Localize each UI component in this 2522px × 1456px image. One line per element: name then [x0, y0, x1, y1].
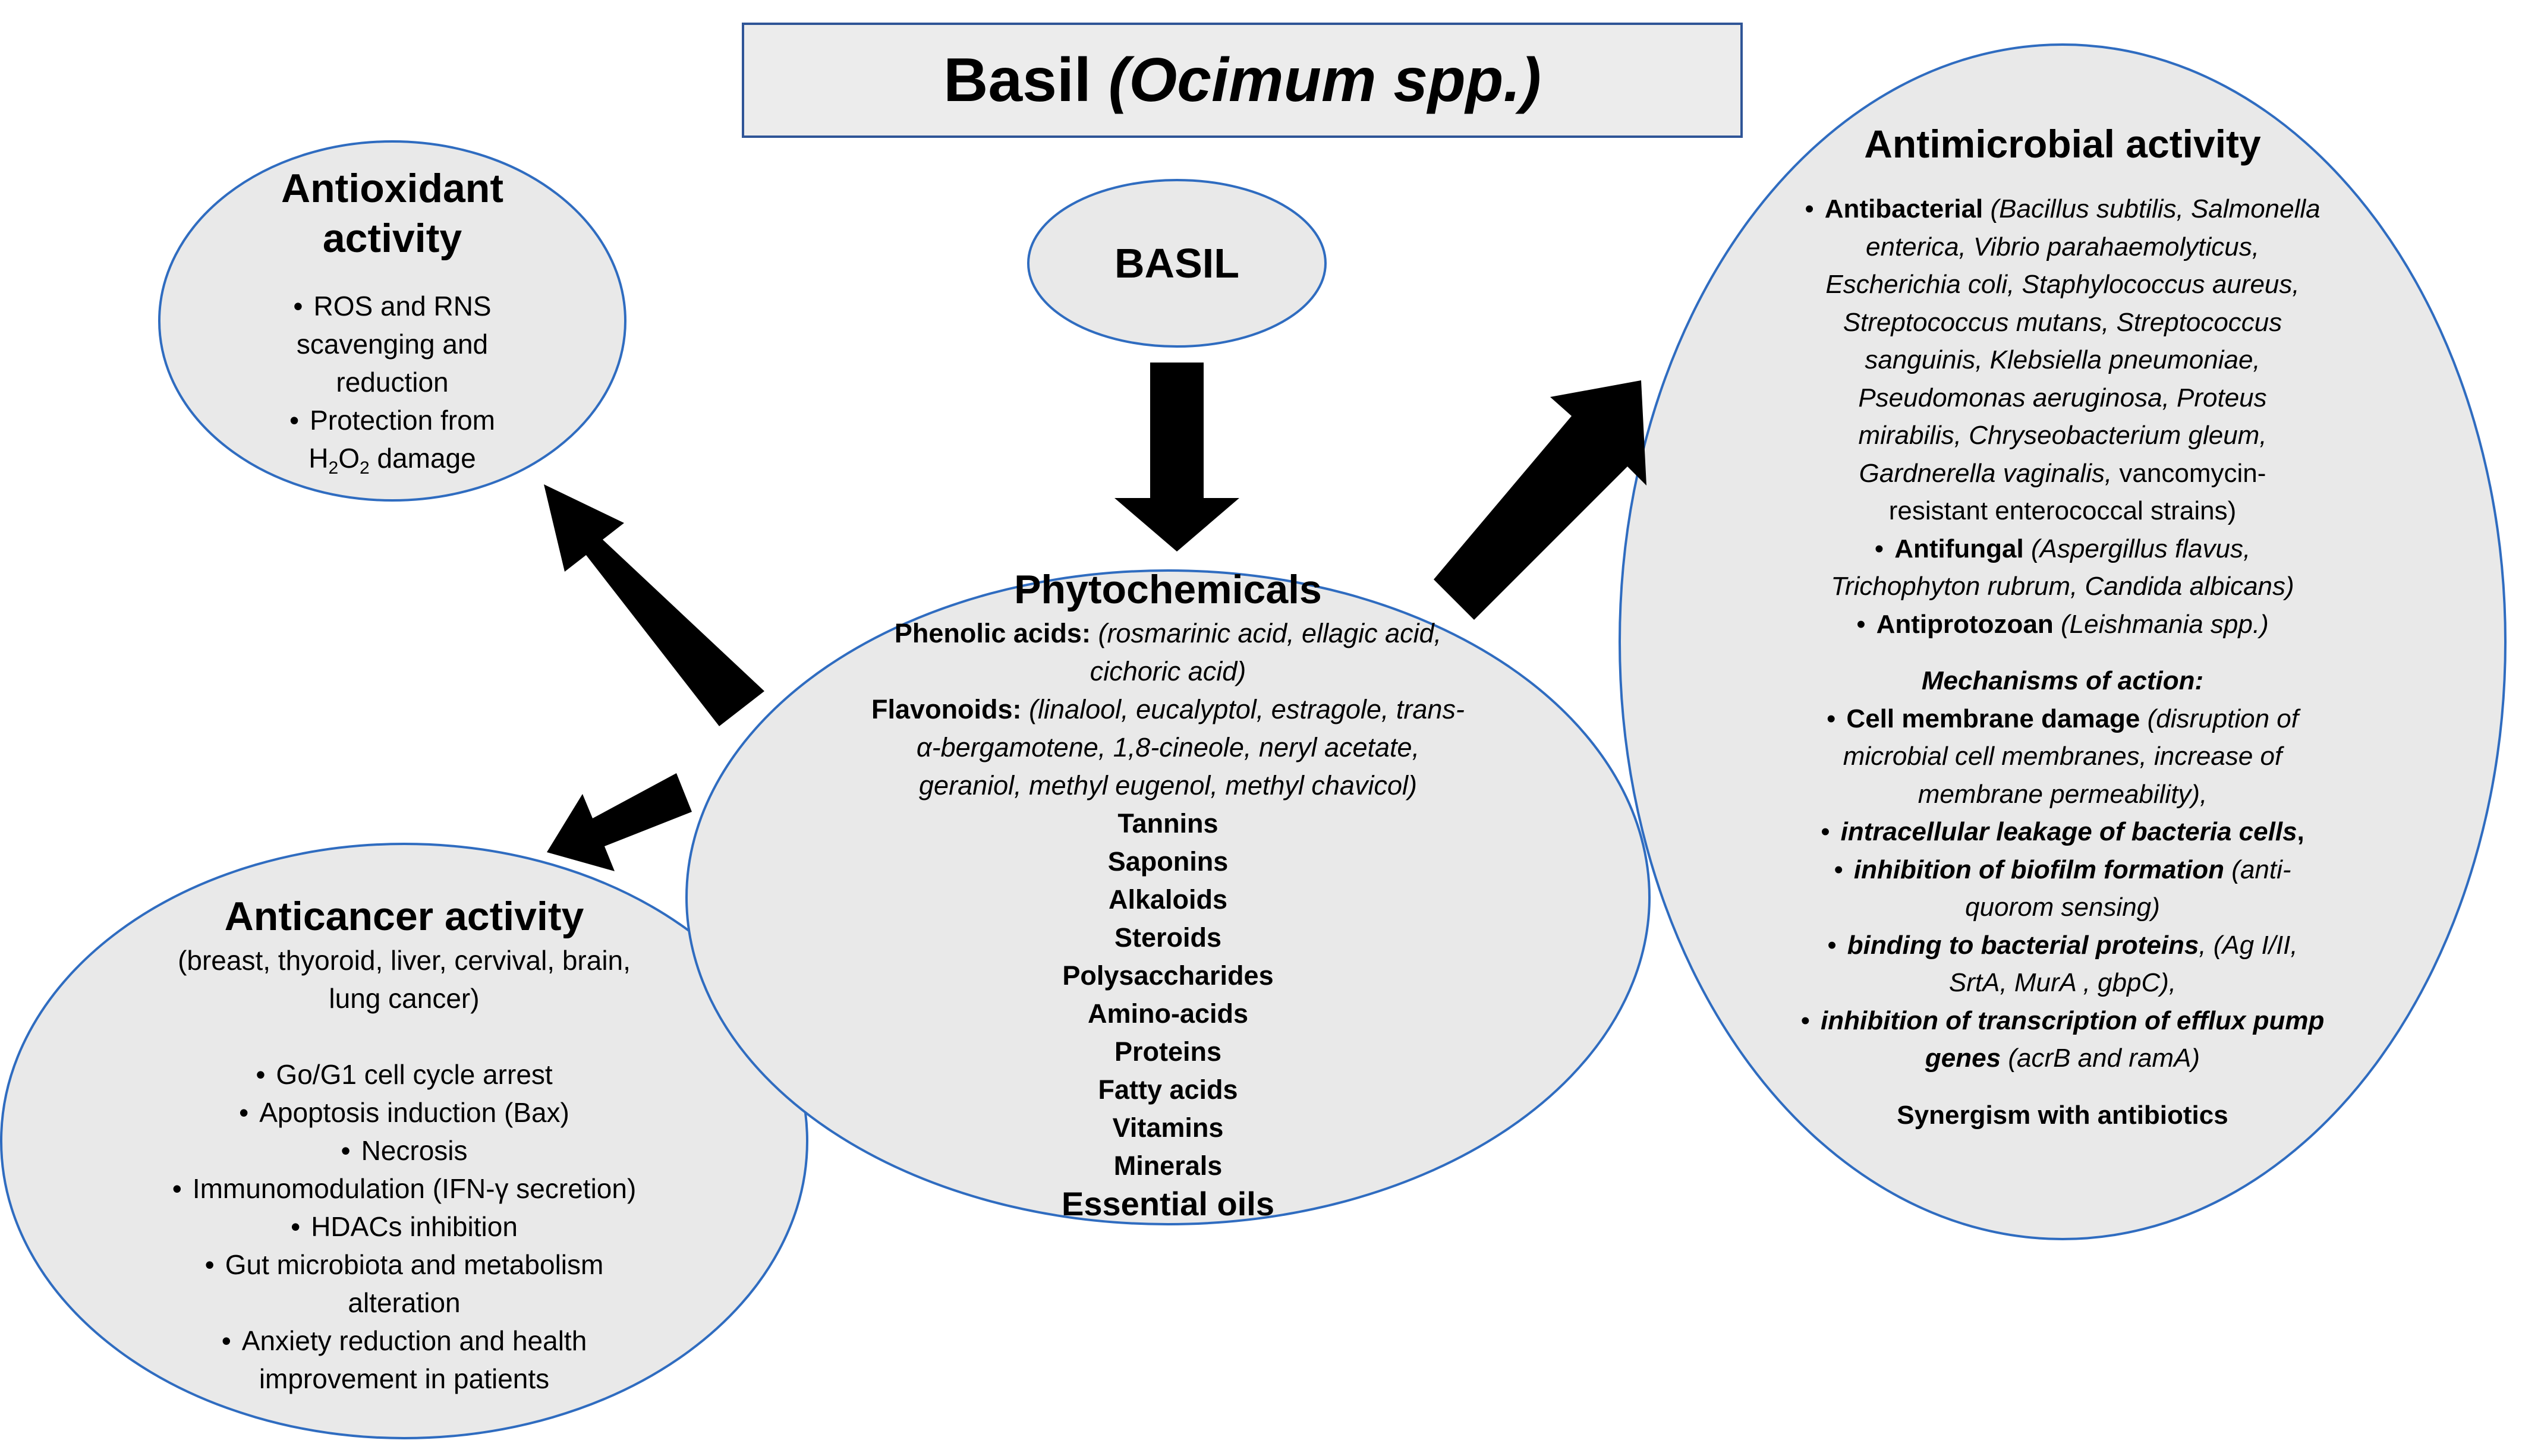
mechanism-item: quorom sensing) — [1965, 893, 2160, 922]
class-proteins: Proteins — [1114, 1036, 1222, 1067]
list-item: improvement in patients — [259, 1363, 550, 1394]
class-minerals: Minerals — [1113, 1151, 1223, 1181]
antimicrobial-text: Antimicrobial activity •Antibacterial (B… — [1712, 119, 2413, 1134]
class-saponins: Saponins — [1107, 846, 1229, 877]
list-item: •Go/G1 cell cycle arrest — [256, 1059, 553, 1090]
anticancer-subtitle-2: lung cancer) — [329, 983, 480, 1014]
flavonoids-line-2: α-bergamotene, 1,8-cineole, neryl acetat… — [916, 732, 1420, 762]
antifungal-line: Trichophyton rubrum, Candida albicans) — [1831, 572, 2294, 601]
class-alkaloids: Alkaloids — [1108, 884, 1228, 915]
antibacterial-line: enterica, Vibrio parahaemolyticus, — [1866, 232, 2259, 261]
page-title: Basil (Ocimum spp.) — [743, 24, 1742, 137]
list-item: •Anxiety reduction and health — [221, 1325, 587, 1356]
antimicrobial-heading: Antimicrobial activity — [1864, 122, 2261, 166]
antibacterial-line: mirabilis, Chryseobacterium gleum, — [1858, 421, 2267, 450]
mechanism-item: •binding to bacterial proteins, (Ag I/II… — [1827, 930, 2298, 960]
arrow-to-anticancer — [547, 773, 692, 871]
antibacterial-line: Streptococcus mutans, Streptococcus — [1843, 307, 2282, 337]
class-tannins: Tannins — [1117, 808, 1219, 839]
list-item: scavenging and — [296, 329, 489, 360]
h2o2-formula: H2O2 damage — [308, 443, 476, 478]
synergism-line: Synergism with antibiotics — [1897, 1100, 2228, 1130]
anticancer-heading: Anticancer activity — [224, 894, 584, 939]
antifungal-line: •Antifungal (Aspergillus flavus, — [1874, 534, 2251, 563]
arrow-down — [1114, 363, 1239, 551]
mechanism-item: •Cell membrane damage (disruption of — [1827, 704, 2299, 733]
class-polysaccharides: Polysaccharides — [1062, 960, 1274, 991]
antioxidant-heading-1: Antioxidant — [281, 166, 503, 211]
mechanism-item: •inhibition of transcription of efflux p… — [1800, 1006, 2325, 1035]
flavonoids-line-3: geraniol, methyl eugenol, methyl chavico… — [919, 770, 1417, 801]
antibacterial-line: sanguinis, Klebsiella pneumoniae, — [1865, 345, 2260, 374]
list-item: reduction — [336, 367, 449, 398]
list-item: •HDACs inhibition — [291, 1211, 518, 1242]
arrow-to-antimicrobial — [1434, 380, 1646, 620]
antiprotozoan-line: •Antiprotozoan (Leishmania spp.) — [1856, 609, 2269, 639]
phytochemicals-ellipse — [685, 569, 1651, 1225]
list-item: •Apoptosis induction (Bax) — [239, 1097, 569, 1128]
anticancer-subtitle-1: (breast, thyoroid, liver, cervival, brai… — [178, 945, 631, 976]
mechanism-item: membrane permeability), — [1918, 779, 2208, 809]
class-fatty-acids: Fatty acids — [1098, 1074, 1238, 1105]
antioxidant-ellipse — [158, 140, 626, 502]
antibacterial-line: Escherichia coli, Staphylococcus aureus, — [1825, 270, 2300, 299]
mechanism-item: microbial cell membranes, increase of — [1843, 742, 2282, 771]
mechanism-item: SrtA, MurA , gbpC), — [1948, 968, 2177, 997]
phytochemicals-heading: Phytochemicals — [1014, 567, 1322, 612]
arrow-to-antioxidant — [544, 484, 764, 726]
title-name: Basil — [943, 46, 1091, 115]
list-item: •Necrosis — [341, 1135, 468, 1166]
list-item: •Gut microbiota and metabolism — [204, 1249, 604, 1280]
list-item: alteration — [348, 1287, 461, 1318]
class-amino-acids: Amino-acids — [1087, 998, 1249, 1029]
list-item: •ROS and RNS — [293, 291, 492, 322]
class-vitamins: Vitamins — [1112, 1113, 1224, 1143]
antioxidant-heading-2: activity — [322, 216, 462, 261]
list-item: •Protection from — [289, 405, 495, 436]
mechanisms-heading: Mechanisms of action: — [1921, 666, 2204, 695]
antioxidant-text: Antioxidant activity •ROS and RNS scaven… — [202, 163, 583, 487]
antibacterial-line: Gardnerella vaginalis, vancomycin- — [1859, 458, 2266, 488]
antimicrobial-ellipse — [1619, 43, 2507, 1240]
mechanism-item: genes (acrB and ramA) — [1925, 1044, 2200, 1073]
list-item: •Immunomodulation (IFN-γ secretion) — [172, 1173, 637, 1204]
class-essential-oils: Essential oils — [1062, 1185, 1274, 1222]
phenolic-line-1: Phenolic acids: (rosmarinic acid, ellagi… — [894, 618, 1442, 648]
mechanism-item: •inhibition of biofilm formation (anti- — [1834, 855, 2291, 884]
antibacterial-line: Pseudomonas aeruginosa, Proteus — [1858, 383, 2267, 412]
antibacterial-line: resistant enterococcal strains) — [1888, 496, 2237, 525]
phenolic-line-2: cichoric acid) — [1090, 656, 1246, 686]
title-latin: (Ocimum spp.) — [1108, 46, 1541, 115]
phytochemicals-text: Phytochemicals Phenolic acids: (rosmarin… — [791, 565, 1545, 1223]
anticancer-text: Anticancer activity (breast, thyoroid, l… — [89, 891, 719, 1398]
antibacterial-line: •Antibacterial (Bacillus subtilis, Salmo… — [1805, 194, 2321, 223]
class-steroids: Steroids — [1114, 922, 1222, 953]
title-box — [742, 23, 1743, 138]
basil-label: BASIL — [1114, 240, 1239, 286]
basil-ellipse — [1027, 179, 1327, 348]
flavonoids-line-1: Flavonoids: (linalool, eucalyptol, estra… — [871, 694, 1465, 724]
anticancer-ellipse — [0, 843, 808, 1439]
mechanism-item: •intracellular leakage of bacteria cells… — [1821, 817, 2304, 846]
